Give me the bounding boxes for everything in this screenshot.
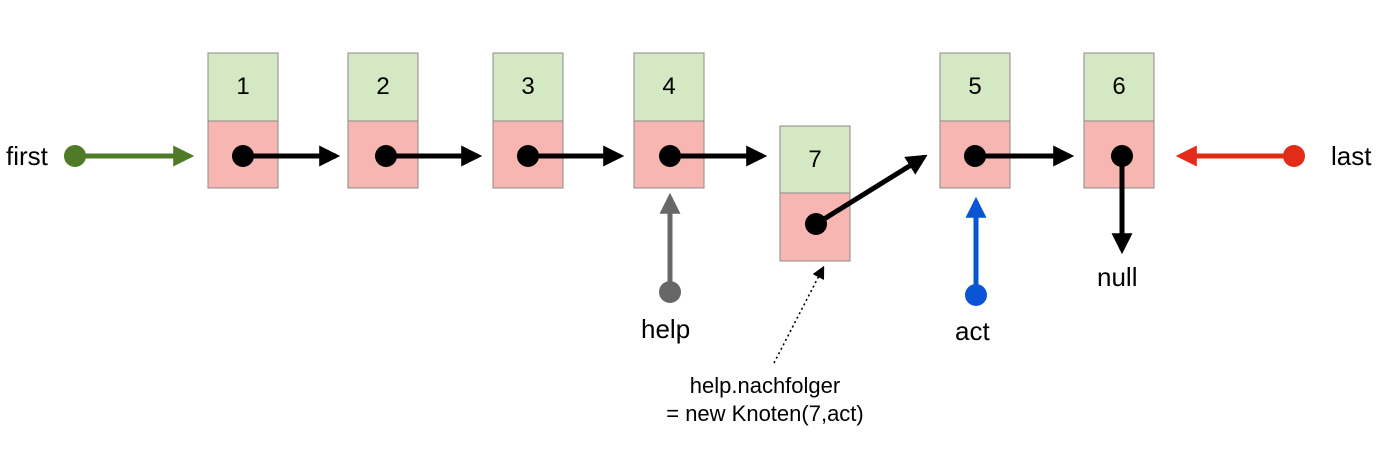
node-5: [939, 52, 1011, 189]
link-7-to-5: [805, 154, 928, 235]
node-5-value-cell: [939, 52, 1011, 122]
link-4-to-7: [659, 145, 768, 167]
node-5-value: 5: [968, 73, 982, 100]
node-4: [633, 52, 705, 189]
help-pointer-arrow: [659, 192, 681, 303]
link-5-to-6: [964, 145, 1075, 167]
act-label: act: [955, 316, 990, 346]
first-pointer-arrow: [64, 145, 195, 167]
link-6-to-null: [1111, 145, 1133, 255]
node-4-value: 4: [662, 73, 676, 100]
node-1: [207, 52, 279, 189]
link-2-to-3: [375, 145, 483, 167]
node-7-value: 7: [808, 146, 822, 173]
help-label: help: [641, 314, 691, 344]
annotation-note: help.nachfolger = new Knoten(7,act): [640, 372, 890, 427]
node-6-value: 6: [1112, 73, 1126, 100]
annotation-line-2: = new Knoten(7,act): [666, 400, 864, 426]
act-pointer-arrow: [965, 196, 987, 306]
link-3-to-4: [517, 145, 625, 167]
last-pointer-arrow: [1175, 145, 1305, 167]
last-label: last: [1331, 141, 1372, 171]
annotation-line-1: help.nachfolger: [689, 373, 841, 398]
first-label: first: [6, 141, 48, 171]
node-6-pointer-cell: [1083, 120, 1155, 189]
node-2-value: 2: [376, 73, 390, 100]
node-6: [1083, 52, 1155, 189]
node-7: [779, 125, 851, 262]
node-3-value: 3: [521, 73, 535, 100]
annotation-dotted-arrow: [773, 265, 825, 364]
node-1-value-cell: [207, 52, 279, 122]
node-1-value: 1: [236, 73, 250, 100]
null-label: null: [1097, 262, 1138, 292]
node-2: [347, 52, 419, 189]
node-2-value-cell: [347, 52, 419, 122]
link-1-to-2: [232, 145, 341, 167]
